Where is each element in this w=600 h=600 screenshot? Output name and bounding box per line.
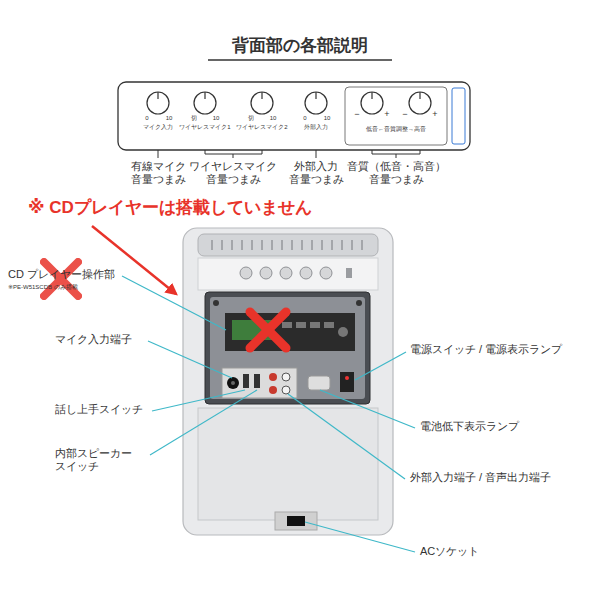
part-label: 音質（低音・高音） 音量つまみ	[343, 160, 449, 186]
knob-label: ワイヤレスマイク1	[179, 124, 230, 131]
callout-label: 内部スピーカー スイッチ	[55, 447, 141, 473]
scale-mark: 切	[191, 115, 197, 122]
scale-mark: 0	[303, 115, 306, 122]
part-label: ワイヤレスマイク 音量つまみ	[186, 160, 280, 186]
scale-mark: +	[384, 109, 389, 120]
callout-label: CD プレイヤー操作部	[8, 268, 115, 281]
callout-label: ACソケット	[420, 545, 479, 558]
scale-mark: −	[354, 109, 359, 120]
control-panel	[118, 82, 470, 150]
scale-mark: 10	[270, 115, 277, 122]
knob-label: ワイヤレスマイク2	[236, 124, 287, 131]
callout-note: ※PE-W51SCDB のみ搭載	[8, 284, 78, 291]
warning-note: ※ CDプレイヤーは搭載していません	[28, 198, 312, 218]
red-arrow	[92, 226, 176, 294]
callout-label: 外部入力端子 / 音声出力端子	[410, 471, 551, 484]
speaker-unit	[183, 228, 393, 535]
part-label: 外部入力 音量つまみ	[285, 160, 347, 186]
part-label: 有線マイク 音量つまみ	[127, 160, 189, 186]
leader-lines	[122, 276, 415, 552]
scale-mark: 0	[145, 115, 148, 122]
callout-label: 電源スイッチ / 電源表示ランプ	[410, 343, 562, 356]
title-underline	[208, 59, 392, 61]
tone-label: 低音←音質調整→高音	[366, 126, 426, 133]
callout-label: 話し上手スイッチ	[55, 403, 143, 416]
scale-mark: 10	[166, 115, 173, 122]
title: 背面部の各部説明	[232, 36, 368, 56]
knob-leaders	[158, 150, 420, 158]
callout-label: マイク入力端子	[55, 333, 132, 346]
red-cross	[250, 312, 286, 348]
scale-mark: 10	[213, 115, 220, 122]
scale-mark: 切	[248, 115, 254, 122]
scale-mark: 10	[324, 115, 331, 122]
knob-label: マイク入力	[143, 124, 173, 131]
callout-label: 電池低下表示ランプ	[420, 420, 519, 433]
scale-mark: −	[402, 109, 407, 120]
knob-label: 外部入力	[304, 124, 328, 131]
scale-mark: +	[432, 109, 437, 120]
